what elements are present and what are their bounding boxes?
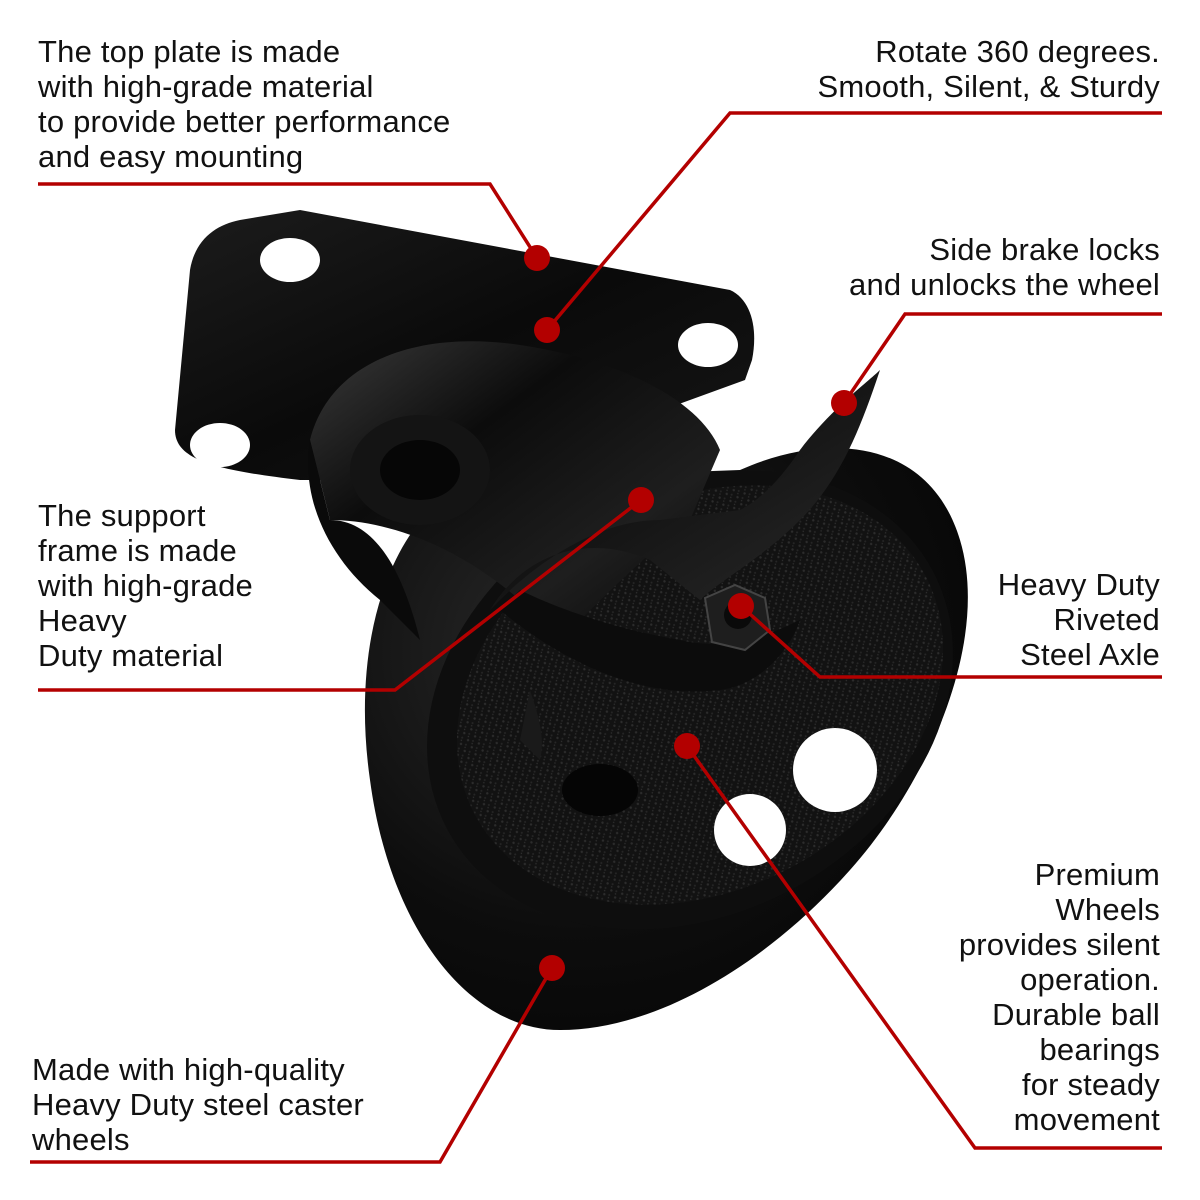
spoke-hole <box>793 728 877 812</box>
callout-axle: Heavy Duty Riveted Steel Axle <box>998 567 1160 672</box>
callout-line: Side brake locks <box>929 232 1160 267</box>
callout-line: and unlocks the wheel <box>849 267 1160 302</box>
callout-line: Wheels <box>1055 892 1160 927</box>
callout-dot <box>674 733 700 759</box>
callout-caster-wheels: Made with high-quality Heavy Duty steel … <box>32 1052 364 1157</box>
leader-premium-wheels <box>685 744 1162 1150</box>
callout-dot <box>524 245 550 271</box>
callout-line: The top plate is made <box>38 34 341 69</box>
callout-line: Heavy <box>38 603 127 638</box>
callout-top-plate: The top plate is made with high-grade ma… <box>38 34 450 174</box>
leader-caster-wheels <box>30 967 554 1164</box>
callout-line: Rotate 360 degrees. <box>875 34 1160 69</box>
callout-dot <box>539 955 565 981</box>
mounting-hole <box>190 423 250 467</box>
callout-line: Duty material <box>38 638 224 673</box>
callout-line: operation. <box>1020 962 1160 997</box>
callout-line: The support <box>38 498 206 533</box>
callout-line: movement <box>1013 1102 1160 1137</box>
callout-line: Made with high-quality <box>32 1052 345 1087</box>
callout-line: Smooth, Silent, & Sturdy <box>817 69 1160 104</box>
callout-line: frame is made <box>38 533 237 568</box>
mounting-hole <box>260 238 320 282</box>
callout-lines <box>30 111 1162 1164</box>
callout-dot <box>628 487 654 513</box>
callout-dot <box>534 317 560 343</box>
callout-dot <box>831 390 857 416</box>
callout-line: Heavy Duty steel caster <box>32 1087 364 1122</box>
callout-line: provides silent <box>958 927 1160 962</box>
callout-premium-wheels: Premium Wheels provides silent operation… <box>959 857 1160 1137</box>
callout-line: with high-grade <box>38 568 253 603</box>
leader-rotate <box>545 111 1162 332</box>
leader-side-brake <box>842 312 1162 404</box>
callout-line: Durable ball <box>992 997 1160 1032</box>
callout-line: bearings <box>1039 1032 1160 1067</box>
callout-line: Premium <box>1034 857 1160 892</box>
spoke-hole <box>714 794 786 866</box>
callout-dots <box>524 245 857 981</box>
mounting-hole <box>678 323 738 367</box>
callout-line: for steady <box>1021 1067 1160 1102</box>
callout-line: wheels <box>32 1122 130 1157</box>
callout-line: Heavy Duty <box>997 567 1160 602</box>
callout-line: Riveted <box>1053 602 1160 637</box>
side-brake <box>490 370 880 760</box>
callout-line: and easy mounting <box>38 139 304 174</box>
callout-side-brake: Side brake locks and unlocks the wheel <box>849 232 1160 302</box>
leader-support-frame <box>38 498 643 692</box>
leader-top-plate <box>38 182 539 259</box>
callout-line: Steel Axle <box>1020 637 1160 672</box>
callout-rotate: Rotate 360 degrees. Smooth, Silent, & St… <box>817 34 1160 104</box>
callout-line: with high-grade material <box>38 69 374 104</box>
support-frame <box>308 341 720 640</box>
leader-axle <box>739 604 1162 679</box>
callout-support-frame: The support frame is made with high-grad… <box>38 498 253 673</box>
callout-line: to provide better performance <box>38 104 451 139</box>
callout-dot <box>728 593 754 619</box>
